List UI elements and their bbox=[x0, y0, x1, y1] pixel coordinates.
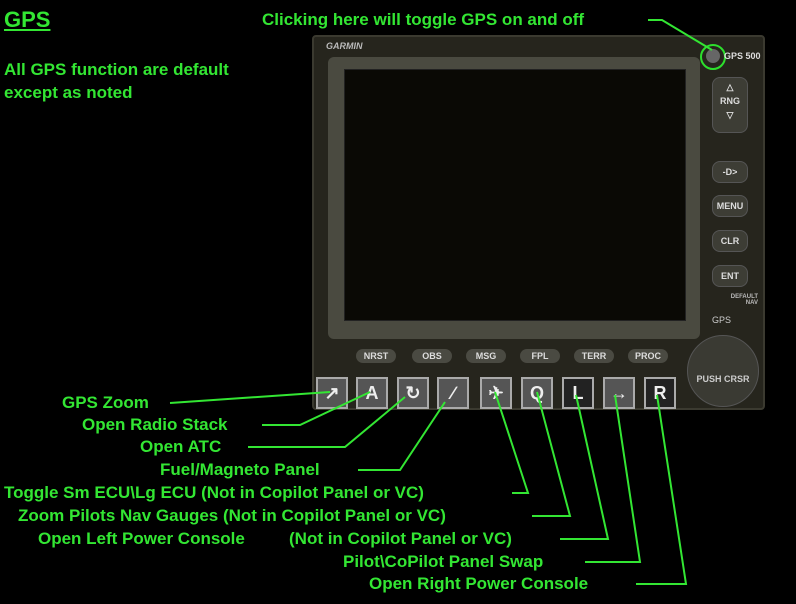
range-rocker[interactable]: △RNG▽ bbox=[712, 77, 748, 133]
gps-zoom-icon[interactable]: ↗ bbox=[316, 377, 348, 409]
msg-button[interactable]: MSG bbox=[466, 349, 506, 363]
label-fuel-magneto: Fuel/Magneto Panel bbox=[160, 460, 320, 479]
clr-button[interactable]: CLR bbox=[712, 230, 748, 252]
proc-button[interactable]: PROC bbox=[628, 349, 668, 363]
nav-gauges-zoom-icon[interactable]: Q bbox=[521, 377, 553, 409]
gps-label: GPS bbox=[712, 315, 732, 325]
label-left-power: Open Left Power Console bbox=[38, 529, 245, 548]
fuel-magneto-icon[interactable]: ∕ bbox=[437, 377, 469, 409]
model-label: GPS 500 bbox=[724, 51, 761, 61]
default-nav-label: DEFAULT NAV bbox=[730, 294, 758, 306]
label-right-power: Open Right Power Console bbox=[369, 574, 589, 593]
gps-screen bbox=[344, 69, 686, 321]
direct-to-button[interactable]: -D> bbox=[712, 161, 748, 183]
label-radio-stack: Open Radio Stack bbox=[82, 415, 228, 434]
ent-button[interactable]: ENT bbox=[712, 265, 748, 287]
intro-line-2: except as noted bbox=[4, 83, 133, 102]
terr-button[interactable]: TERR bbox=[574, 349, 614, 363]
gps-unit: GARMIN GPS 500 NRST OBS MSG FPL TERR PRO… bbox=[312, 35, 765, 410]
label-gps-zoom: GPS Zoom bbox=[62, 393, 149, 412]
label-ecu-toggle: Toggle Sm ECU\Lg ECU (Not in Copilot Pan… bbox=[4, 483, 424, 502]
label-atc: Open ATC bbox=[140, 437, 222, 456]
page-title: GPS bbox=[4, 7, 51, 32]
label-panel-swap: Pilot\CoPilot Panel Swap bbox=[343, 552, 544, 571]
label-nav-gauges: Zoom Pilots Nav Gauges (Not in Copilot P… bbox=[18, 506, 446, 525]
obs-button[interactable]: OBS bbox=[412, 349, 452, 363]
atc-icon[interactable]: ↻ bbox=[397, 377, 429, 409]
brand-logo: GARMIN bbox=[326, 41, 363, 51]
highlight-circle bbox=[700, 44, 726, 70]
right-power-console-icon[interactable]: R bbox=[644, 377, 676, 409]
push-crsr-knob[interactable]: PUSH CRSR bbox=[687, 335, 759, 407]
intro-line-1: All GPS function are default bbox=[4, 60, 229, 79]
screen-bezel bbox=[328, 57, 700, 339]
toggle-note: Clicking here will toggle GPS on and off bbox=[262, 10, 585, 29]
fpl-button[interactable]: FPL bbox=[520, 349, 560, 363]
radio-stack-icon[interactable]: A bbox=[356, 377, 388, 409]
menu-button[interactable]: MENU bbox=[712, 195, 748, 217]
label-left-power-note: (Not in Copilot Panel or VC) bbox=[289, 529, 512, 548]
nrst-button[interactable]: NRST bbox=[356, 349, 396, 363]
